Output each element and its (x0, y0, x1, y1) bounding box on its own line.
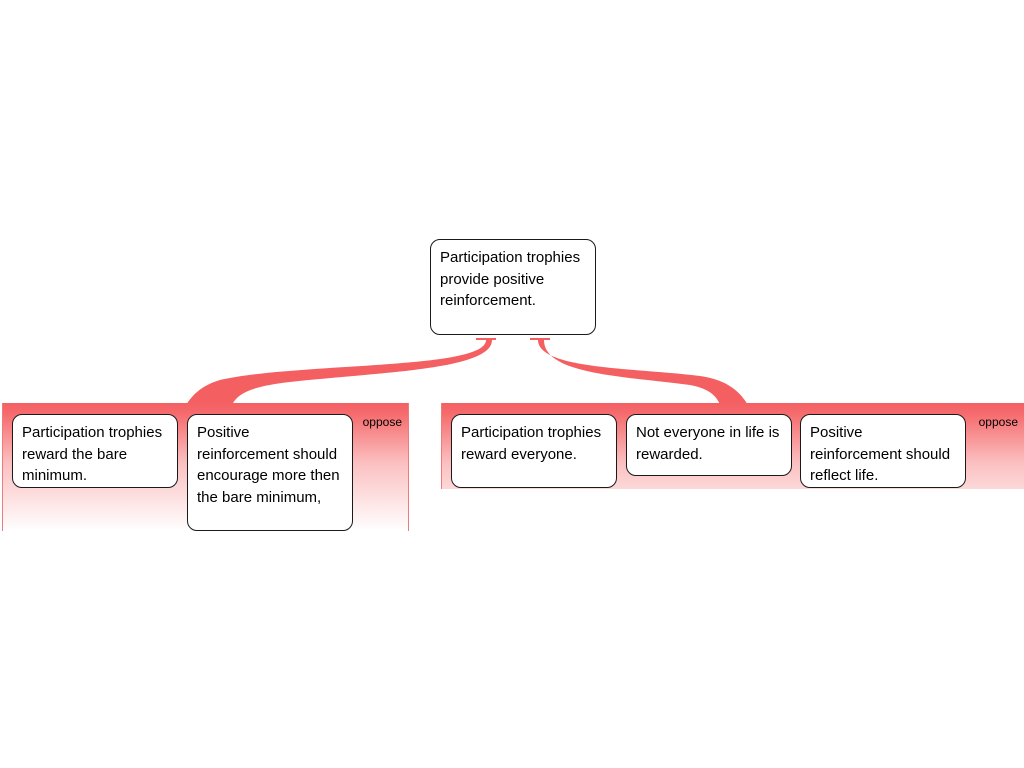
premise-text: Participation trophies reward the bare m… (22, 424, 163, 484)
premise-node[interactable]: Not everyone in life is rewarded. (626, 414, 792, 476)
premise-node[interactable]: Positive reinforcement should reflect li… (800, 414, 966, 488)
main-claim-node[interactable]: Participation trophies provide positive … (430, 239, 596, 335)
connector-left-tick (476, 338, 496, 340)
premise-node[interactable]: Positive reinforcement should encourage … (187, 414, 353, 531)
connector-left-oppose (186, 340, 492, 405)
connector-right-oppose (538, 340, 748, 405)
group-label: oppose (362, 415, 402, 429)
premise-node[interactable]: Participation trophies reward everyone. (451, 414, 617, 488)
group-label: oppose (978, 415, 1018, 429)
premise-node[interactable]: Participation trophies reward the bare m… (12, 414, 178, 488)
premise-text: Positive reinforcement should encourage … (197, 424, 340, 506)
premise-text: Not everyone in life is rewarded. (636, 424, 780, 463)
main-claim-text: Participation trophies provide positive … (440, 249, 581, 309)
premise-text: Positive reinforcement should reflect li… (810, 424, 951, 484)
connector-right-tick (530, 338, 550, 340)
premise-text: Participation trophies reward everyone. (461, 424, 602, 463)
